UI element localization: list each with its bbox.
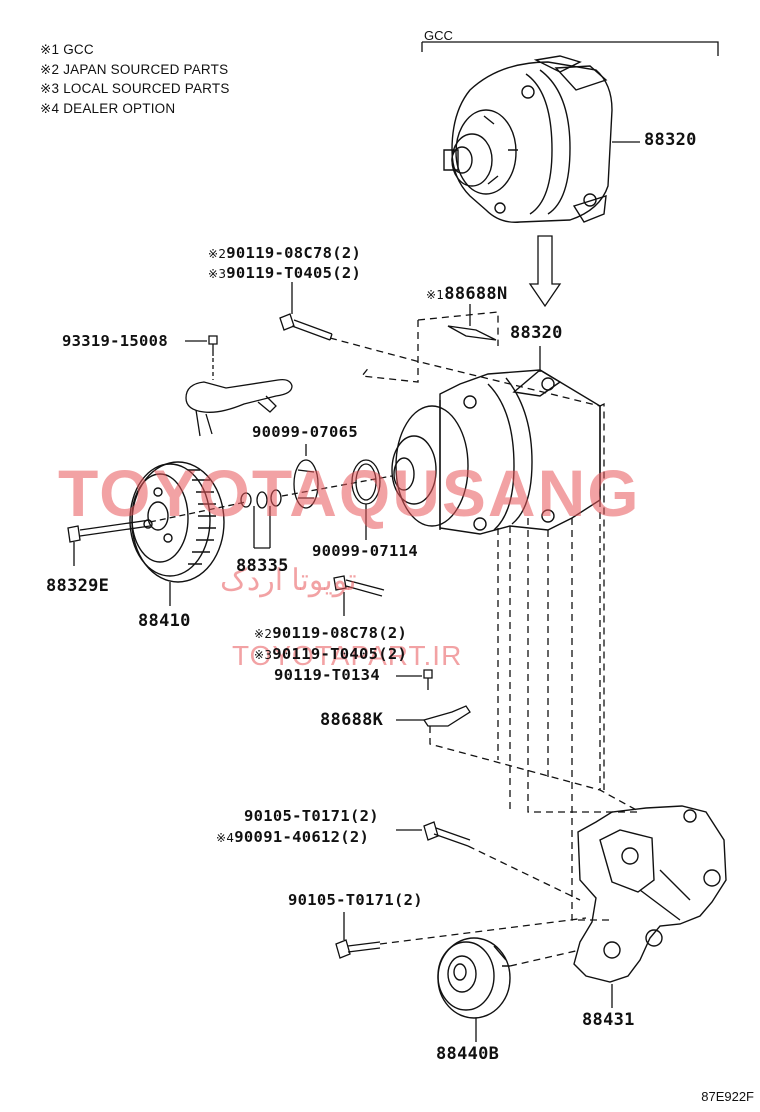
idler-drawing [437, 937, 511, 1019]
watermark-url: TOYOTAPART.IR [232, 640, 463, 671]
part-label-88440b[interactable]: 88440B [436, 1044, 500, 1064]
part-label-bolt-top-b[interactable]: ※390119-T0405(2) [208, 264, 362, 282]
harness-drawing [185, 378, 293, 437]
part-label-bolt-mid-a[interactable]: ※290119-08C78(2) [254, 624, 408, 642]
part-label-bolt-top-a[interactable]: ※290119-08C78(2) [208, 244, 362, 262]
part-label-88431[interactable]: 88431 [582, 1010, 635, 1030]
part-label-93319[interactable]: 93319-15008 [62, 332, 168, 350]
part-label-88329e[interactable]: 88329E [46, 576, 110, 596]
watermark-farsi: تویوتا اردک [220, 564, 357, 597]
plate-88688k [422, 705, 471, 727]
part-label-88688k[interactable]: 88688K [320, 710, 384, 730]
part-label-90091-40612[interactable]: ※490091-40612(2) [216, 828, 370, 846]
legend-item-local: ※3 LOCAL SOURCED PARTS [40, 81, 230, 96]
watermark-main: TOYOTAQUSANG [58, 456, 641, 530]
bolt-bracket-lower-drawing [335, 939, 381, 959]
legend-item-japan: ※2 JAPAN SOURCED PARTS [40, 61, 229, 77]
screw-drawing [208, 335, 218, 356]
bolt-small-drawing [423, 669, 433, 690]
compressor-main-drawing [391, 369, 601, 535]
part-label-88688n[interactable]: ※188688N [426, 284, 508, 304]
diagram-code: 87E922F [701, 1089, 754, 1104]
bolt-bracket-drawing [423, 821, 471, 847]
compressor-gcc-drawing [443, 55, 613, 223]
legend: ※1 GCC ※2 JAPAN SOURCED PARTS ※3 LOCAL S… [40, 40, 230, 118]
legend-item-dealer: ※4 DEALER OPTION [40, 100, 176, 116]
bolt-mid-drawing [333, 575, 385, 597]
label-plate-88688n [447, 325, 497, 341]
part-label-88335[interactable]: 88335 [236, 556, 289, 576]
gcc-bracket-label: GCC [424, 28, 453, 43]
part-label-90105-t0171-a[interactable]: 90105-T0171(2) [244, 807, 379, 825]
bolt-top-drawing [279, 313, 333, 341]
part-label-88410[interactable]: 88410 [138, 611, 191, 631]
part-label-88320-gcc[interactable]: 88320 [644, 130, 697, 150]
part-label-90105-t0171-b[interactable]: 90105-T0171(2) [288, 891, 423, 909]
arrow-down [528, 235, 562, 308]
legend-item-gcc: ※1 GCC [40, 42, 94, 57]
part-label-bolt-mid-b[interactable]: ※390119-T0405(2) [254, 645, 408, 663]
part-label-90099-07065[interactable]: 90099-07065 [252, 423, 358, 441]
part-label-90099-07114[interactable]: 90099-07114 [312, 542, 418, 560]
bolt-88329e-drawing [67, 519, 151, 543]
gcc-bracket-line [421, 41, 719, 56]
bracket-drawing [573, 805, 727, 983]
part-label-88320[interactable]: 88320 [510, 323, 563, 343]
part-label-90119-t0134[interactable]: 90119-T0134 [274, 666, 380, 684]
